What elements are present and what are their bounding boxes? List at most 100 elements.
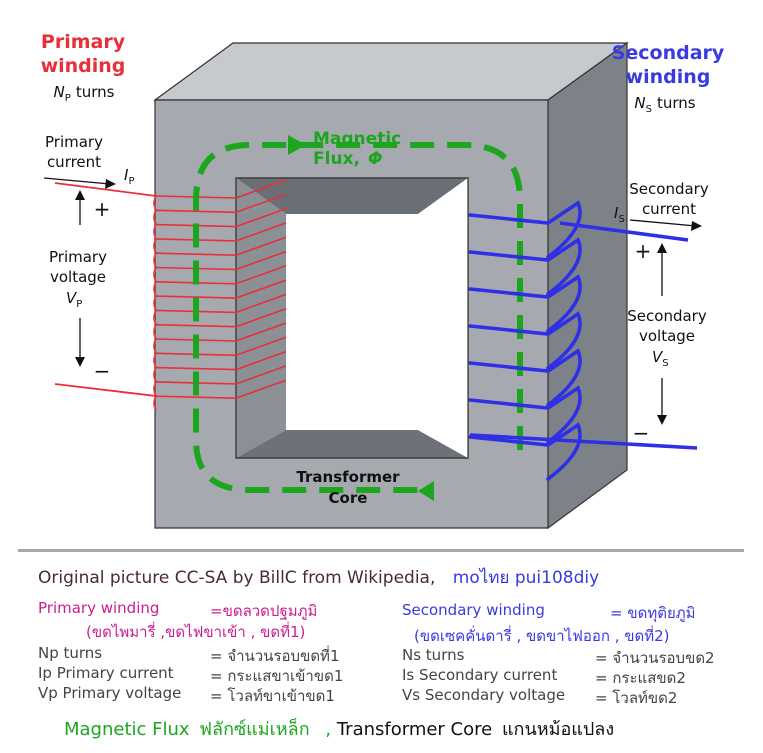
primary-plus: + [94,197,111,221]
primary-turn-front [155,252,237,256]
bottom-comma: , [325,719,332,740]
primary-turn-back [235,322,287,342]
secondary-title-line1: Secondary [612,42,725,64]
primary-turn-front [155,366,237,371]
is-label: IS [614,204,625,225]
primary-current-line1: Primary [45,133,103,151]
primary-turn-back [235,207,287,228]
term-label: Is Secondary current [402,666,558,684]
primary-turn-edge [153,267,157,282]
core-label-line2: Core [329,489,368,507]
term-label: Ns turns [402,646,465,664]
primary-turn-back [235,193,287,214]
primary-turn-edge [153,367,157,382]
secondary-voltage-arrowhead-down [657,415,667,425]
primary-turn-back [235,279,287,299]
secondary-voltage-arrowhead-up [657,243,667,253]
flux-arrow-top [288,135,306,155]
primary-turn-edge [153,238,157,254]
bottom-flux: Magnetic Flux [64,719,190,740]
primary-turn-edge [153,324,157,340]
secondary-turn [468,200,582,259]
core-window-bottom-inner [236,430,468,458]
primary-voltage-line2: voltage [50,268,106,286]
primary-lead-top [54,182,157,197]
primary-turn-front [155,395,237,399]
term-definition: = จำนวนรอบขดที่1 [210,647,340,665]
primary-current-arrow [43,177,111,185]
secondary-minus: − [633,421,650,445]
credit-author: moไทย pui108diy [452,568,600,588]
primary-turn-edge [153,281,157,297]
primary-current-arrowhead [105,179,116,189]
primary-turn-back [235,222,287,242]
primary-turn-back [235,336,287,357]
left-title-eq: =ขดลวดปฐมภูมิ [210,602,318,620]
secondary-current-arrowhead [691,221,702,231]
right-title-eq: = ขดทุติยภูมิ [610,604,696,622]
vp-label: VP [66,289,82,310]
term-label: Vs Secondary voltage [402,686,566,704]
secondary-current-line1: Secondary [629,180,709,198]
primary-turn-back [235,307,287,328]
credit-text: Original picture CC-SA by BillC from Wik… [38,568,436,588]
term-label: Ip Primary current [38,664,174,682]
primary-turn-edge [153,395,157,411]
bottom-flux-th: ฟลักซ์แม่เหล็ก [199,719,310,740]
secondary-turn [468,385,582,444]
primary-turn-edge [153,381,157,397]
term-definition: = โวลท์ขาเข้าขด1 [210,687,335,705]
primary-turn-back [235,379,287,399]
right-title: Secondary winding [402,601,545,619]
secondary-plus: + [635,239,652,263]
term-definition: = จำนวนรอบขด2 [595,649,715,667]
primary-turn-back [235,236,287,256]
core-top-face [153,42,629,101]
secondary-title-line2: winding [626,66,711,88]
credit-line: Original picture CC-SA by BillC from Wik… [38,564,599,591]
term-label: Np turns [38,644,103,662]
secondary-turn [468,274,582,333]
bottom-core: Transformer Core [336,719,493,740]
primary-turn-back [235,250,287,271]
secondary-turn [468,311,582,370]
primary-turn-edge [153,209,157,225]
primary-turn-back [235,265,287,285]
flux-label-line2: Flux,Φ [313,149,382,169]
primary-voltage-line1: Primary [49,248,107,266]
core-window-right-inner [418,178,468,458]
primary-turn-back [235,365,287,385]
bottom-core-th: แกนหม้อแปลง [501,719,615,740]
secondary-current-line2: current [642,200,696,218]
primary-turn-edge [153,352,157,368]
secondary-turn [468,348,582,407]
primary-turn-front [155,295,237,299]
primary-title-line1: Primary [41,31,126,53]
primary-turn-back [235,293,287,314]
secondary-voltage-line1: Secondary [627,307,707,325]
secondary-voltage-line2: voltage [639,327,695,345]
secondary-turn [468,422,582,481]
core-label-line1: Transformer [296,468,400,486]
bottom-line: Magnetic Flux ฟลักซ์แม่เหล็ก , Transform… [64,714,614,743]
term-definition: = โวลท์ขด2 [595,689,678,707]
primary-turn-edge [153,338,157,354]
primary-turn-edge [153,195,157,211]
flux-arrow-bottom [418,481,434,501]
ip-label: IP [124,166,134,187]
magnetic-flux-path [193,142,523,493]
primary-current-line2: current [47,153,101,171]
secondary-current-arrow [629,219,697,227]
primary-turn-front [155,209,237,214]
primary-turn-edge [153,295,157,311]
term-definition: = กระแสขาเข้าขด1 [210,667,344,685]
primary-minus: − [94,359,111,383]
vs-label: VS [652,348,669,369]
term-definition: = กระแสขด2 [595,669,686,687]
primary-title-line2: winding [41,55,126,77]
primary-turn-front [155,323,237,328]
primary-turn-back [235,179,287,199]
primary-turn-edge [153,310,157,325]
